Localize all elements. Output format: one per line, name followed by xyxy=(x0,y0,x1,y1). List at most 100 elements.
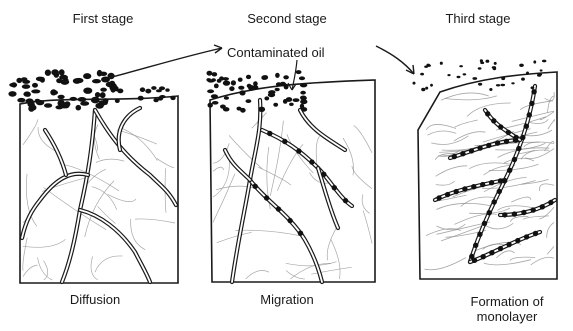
hatch-stroke xyxy=(95,256,122,272)
oil-droplet-stage-1 xyxy=(117,89,123,94)
oil-droplet-stage-2 xyxy=(258,107,265,112)
oil-droplet-stage-1 xyxy=(95,103,103,109)
oil-droplet-stage-2 xyxy=(211,94,218,98)
oil-droplet-stage-2 xyxy=(289,103,294,106)
stage-1-caption: Diffusion xyxy=(40,292,150,307)
oil-droplet-stage-1 xyxy=(100,92,106,98)
adsorbed-droplet xyxy=(489,180,494,185)
oil-droplet-stage-2 xyxy=(269,90,275,94)
adsorbed-droplet xyxy=(492,199,497,204)
pore-channel-inner xyxy=(62,110,95,282)
hatch-stroke xyxy=(131,219,146,250)
hatch-stroke xyxy=(213,167,224,171)
oil-droplet-stage-3 xyxy=(496,84,500,86)
hatch-stroke xyxy=(511,197,531,202)
oil-droplet-stage-3 xyxy=(420,73,424,76)
hatch-stroke xyxy=(246,271,270,279)
oil-droplet-stage-2 xyxy=(300,96,306,100)
pore-channel-outer xyxy=(95,110,176,205)
oil-droplet-stage-1 xyxy=(140,87,145,92)
hatch-stroke xyxy=(270,121,283,196)
adsorbed-droplet xyxy=(462,186,467,191)
adsorbed-droplet xyxy=(332,185,337,190)
oil-droplet-stage-1 xyxy=(64,101,70,107)
adsorbed-droplet xyxy=(454,189,459,194)
oil-droplet-stage-2 xyxy=(301,107,307,112)
oil-droplet-stage-2 xyxy=(273,103,278,107)
adsorbed-droplet xyxy=(253,184,258,189)
oil-droplet-stage-1 xyxy=(29,105,37,111)
oil-droplet-stage-1 xyxy=(31,89,40,93)
oil-droplet-stage-1 xyxy=(17,98,25,103)
adsorbed-droplet xyxy=(531,207,536,212)
oil-droplet-stage-1 xyxy=(115,99,120,103)
hatch-stroke xyxy=(431,136,468,145)
oil-droplet-stage-3 xyxy=(478,83,482,86)
oil-droplet-stage-3 xyxy=(421,88,425,91)
hatch-stroke xyxy=(484,260,531,265)
adsorbed-droplet xyxy=(506,242,511,247)
adsorbed-droplet xyxy=(515,238,520,243)
oil-droplet-stage-1 xyxy=(76,105,82,111)
oil-droplet-stage-3 xyxy=(519,64,524,67)
oil-droplet-stage-3 xyxy=(494,62,497,65)
oil-droplet-stage-3 xyxy=(463,73,467,75)
adsorbed-droplet xyxy=(524,124,529,129)
oil-droplet-stage-2 xyxy=(262,75,268,79)
adsorbed-droplet xyxy=(495,140,500,145)
adsorbed-droplet xyxy=(264,195,269,200)
hatch-stroke xyxy=(23,238,27,271)
adsorbed-droplet xyxy=(527,112,532,117)
adsorbed-droplet xyxy=(548,200,553,205)
oil-droplet-stage-2 xyxy=(223,107,230,111)
adsorbed-droplet xyxy=(504,139,509,144)
adsorbed-droplet xyxy=(498,124,503,129)
hatch-stroke xyxy=(354,126,372,153)
hatch-stroke xyxy=(23,239,66,247)
adsorbed-droplet xyxy=(531,89,536,94)
adsorbed-droplet xyxy=(477,232,482,237)
adsorbed-droplet xyxy=(481,254,486,259)
oil-droplet-stage-3 xyxy=(501,77,505,80)
hatch-stroke xyxy=(343,138,354,175)
oil-droplet-stage-2 xyxy=(229,86,234,91)
oil-droplet-stage-2 xyxy=(212,72,218,76)
arrow-stage-2-to-3 xyxy=(376,46,414,74)
adsorbed-droplet xyxy=(485,111,490,116)
hatch-stroke xyxy=(445,96,497,100)
hatch-stroke xyxy=(548,120,555,129)
oil-droplet-stage-2 xyxy=(280,82,286,86)
hatch-stroke xyxy=(511,217,529,222)
oil-droplet-stage-1 xyxy=(78,97,87,102)
oil-droplet-stage-1 xyxy=(50,89,57,95)
oil-droplet-stage-1 xyxy=(25,93,31,97)
oil-droplet-stage-1 xyxy=(36,77,45,82)
adsorbed-droplet xyxy=(507,168,512,173)
stage-1-title: First stage xyxy=(48,11,158,26)
oil-droplet-stage-1 xyxy=(103,98,109,103)
hatch-stroke xyxy=(96,159,124,162)
oil-droplet-stage-2 xyxy=(293,98,300,102)
adsorbed-droplet xyxy=(489,250,494,255)
adsorbed-droplet xyxy=(520,135,525,140)
oil-droplet-stage-2 xyxy=(208,103,213,108)
adsorbed-droplet xyxy=(287,218,292,223)
adsorbed-droplet xyxy=(533,231,538,236)
oil-droplet-stage-3 xyxy=(440,62,443,65)
hatch-stroke xyxy=(316,136,319,166)
oil-droplet-stage-1 xyxy=(45,70,51,76)
oil-droplet-stage-1 xyxy=(97,70,102,77)
stage-2-title: Second stage xyxy=(232,11,342,26)
oil-droplet-stage-3 xyxy=(459,65,463,67)
oil-droplet-stage-2 xyxy=(223,80,230,85)
oil-droplet-stage-3 xyxy=(501,84,506,86)
adsorbed-droplet xyxy=(491,118,496,123)
adsorbed-droplet xyxy=(436,195,441,200)
oil-droplet-stage-2 xyxy=(239,90,245,95)
oil-droplet-stage-1 xyxy=(106,82,114,87)
hatch-stroke xyxy=(38,258,53,281)
oil-droplet-stage-1 xyxy=(55,105,63,109)
hatch-stroke xyxy=(44,188,107,230)
hatch-stroke xyxy=(286,262,337,266)
adsorbed-droplet xyxy=(506,130,511,135)
